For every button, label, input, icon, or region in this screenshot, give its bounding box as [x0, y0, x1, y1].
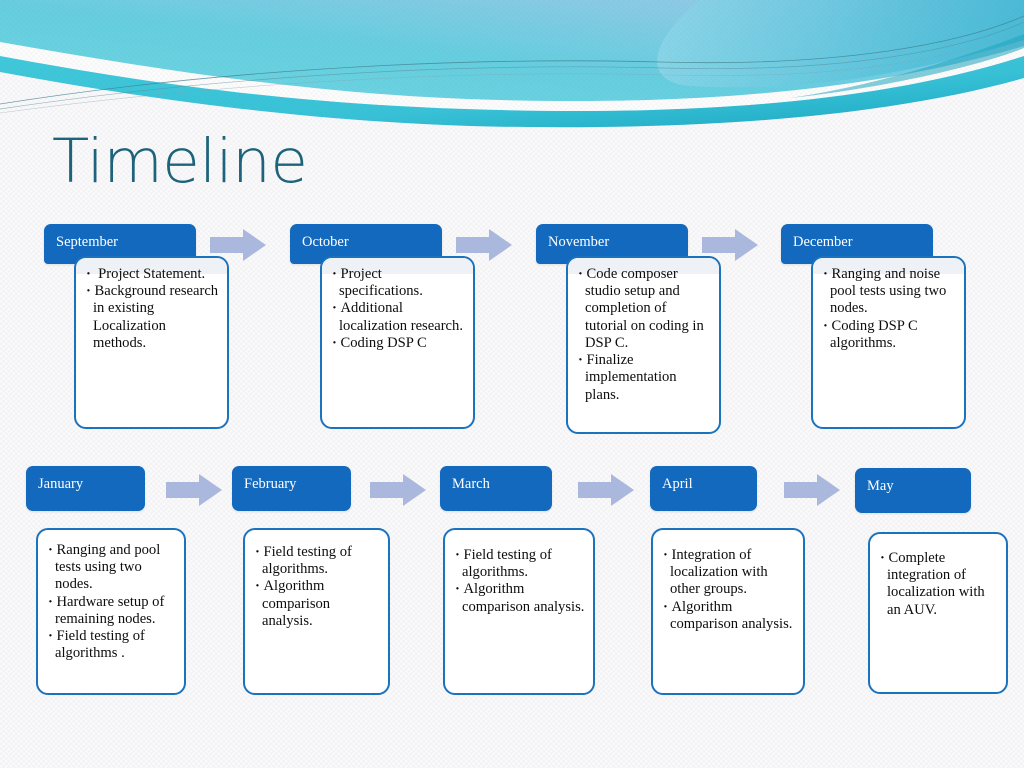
- list-item: Field testing of algorithms.: [455, 547, 586, 581]
- stage-body-october: Project specifications. Additional local…: [320, 256, 475, 429]
- arrow-right-icon-6: [578, 474, 634, 506]
- list-item: Algorithm comparison analysis.: [255, 578, 381, 630]
- page-title: Timeline: [52, 126, 308, 197]
- arrow-right-icon-3: [702, 229, 758, 261]
- list-item: Field testing of algorithms .: [48, 628, 177, 662]
- arrow-right-icon-4: [166, 474, 222, 506]
- stage-body-september: Project Statement. Background research i…: [74, 256, 229, 429]
- bullet-list-april: Integration of localization with other g…: [653, 530, 803, 633]
- arrow-right-icon-2: [456, 229, 512, 261]
- stage-header-february[interactable]: February: [232, 466, 351, 511]
- bullet-list-march: Field testing of algorithms. Algorithm c…: [445, 530, 593, 616]
- bullet-list-december: Ranging and noise pool tests using two n…: [813, 258, 964, 352]
- list-item: Algorithm comparison analysis.: [663, 599, 796, 633]
- stage-header-january[interactable]: January: [26, 466, 145, 511]
- bullet-list-february: Field testing of algorithms. Algorithm c…: [245, 530, 388, 630]
- stage-body-march: Field testing of algorithms. Algorithm c…: [443, 528, 595, 695]
- list-item: Project specifications.: [332, 266, 466, 300]
- stage-header-april[interactable]: April: [650, 466, 757, 511]
- timeline-row-1: September Project Statement. Background …: [0, 224, 1024, 434]
- stage-header-may[interactable]: May: [855, 468, 971, 513]
- list-item: Finalize implementation plans.: [578, 352, 712, 404]
- bullet-list-september: Project Statement. Background research i…: [76, 258, 227, 352]
- list-item: Coding DSP C: [332, 335, 466, 352]
- bullet-list-may: Complete integration of localization wit…: [870, 534, 1006, 619]
- arrow-right-icon-7: [784, 474, 840, 506]
- list-item: Algorithm comparison analysis.: [455, 581, 586, 615]
- list-item: Hardware setup of remaining nodes.: [48, 594, 177, 628]
- list-item: Additional localization research.: [332, 300, 466, 334]
- stage-body-december: Ranging and noise pool tests using two n…: [811, 256, 966, 429]
- list-item: Background research in existing Localiza…: [86, 283, 220, 352]
- list-item: Field testing of algorithms.: [255, 544, 381, 578]
- list-item: Ranging and pool tests using two nodes.: [48, 542, 177, 594]
- list-item: Ranging and noise pool tests using two n…: [823, 266, 957, 318]
- stage-body-january: Ranging and pool tests using two nodes. …: [36, 528, 186, 695]
- stage-body-november: Code composer studio setup and completio…: [566, 256, 721, 434]
- list-item: Project Statement.: [86, 266, 220, 283]
- bullet-list-november: Code composer studio setup and completio…: [568, 258, 719, 404]
- list-item: Coding DSP C algorithms.: [823, 318, 957, 352]
- arrow-right-icon-1: [210, 229, 266, 261]
- bullet-list-october: Project specifications. Additional local…: [322, 258, 473, 352]
- header-wave-banner: [0, 0, 1024, 128]
- bullet-list-january: Ranging and pool tests using two nodes. …: [38, 530, 184, 663]
- stage-body-april: Integration of localization with other g…: [651, 528, 805, 695]
- timeline-row-2: January Ranging and pool tests using two…: [0, 466, 1024, 701]
- stage-body-february: Field testing of algorithms. Algorithm c…: [243, 528, 390, 695]
- list-item: Complete integration of localization wit…: [880, 550, 999, 619]
- arrow-right-icon-5: [370, 474, 426, 506]
- stage-body-may: Complete integration of localization wit…: [868, 532, 1008, 694]
- list-item: Code composer studio setup and completio…: [578, 266, 712, 352]
- list-item: Integration of localization with other g…: [663, 547, 796, 599]
- stage-header-march[interactable]: March: [440, 466, 552, 511]
